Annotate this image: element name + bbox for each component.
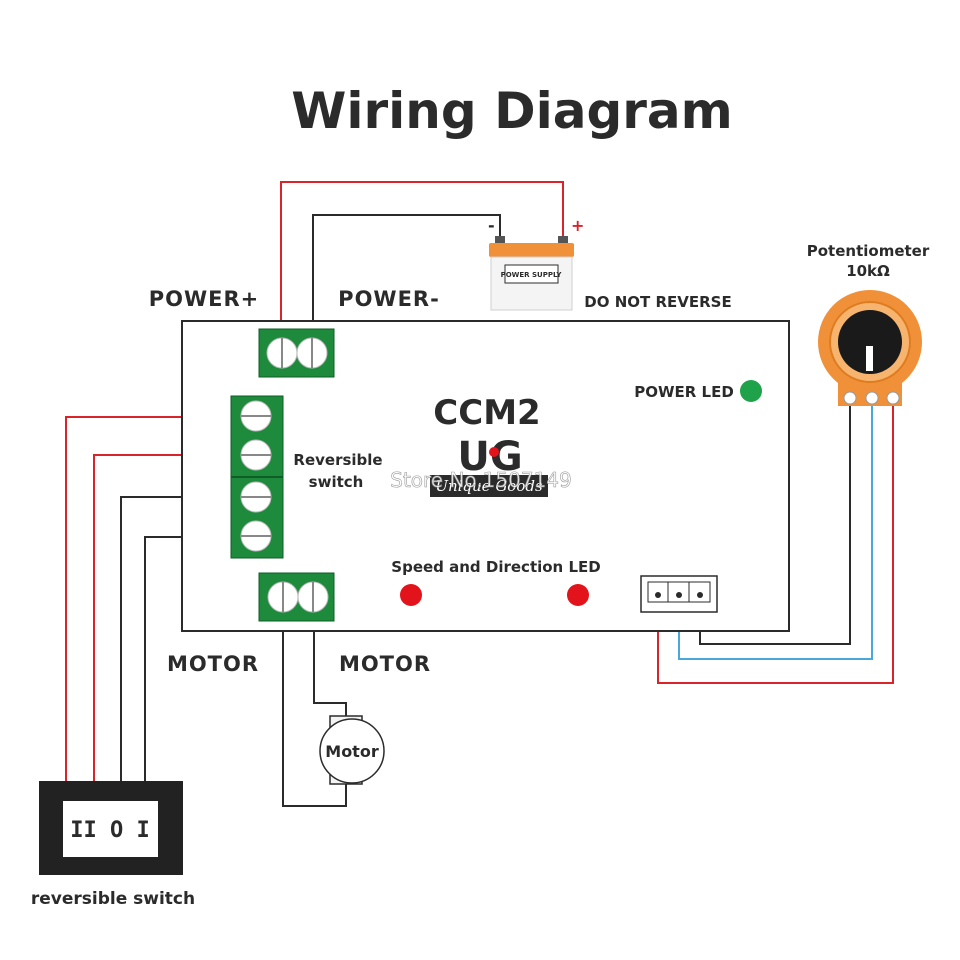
reversible-switch: II O I — [39, 781, 183, 875]
potentiometer-connector — [640, 575, 718, 613]
speed-led — [400, 584, 422, 606]
motor-label: Motor — [325, 742, 379, 761]
motor: Motor — [319, 715, 385, 785]
reversible-switch-caption: reversible switch — [31, 889, 195, 909]
battery-label: POWER SUPPLY — [501, 271, 563, 279]
brand-logo: UG Unique Goods — [430, 434, 548, 497]
motor-terminal-block — [258, 572, 335, 622]
potentiometer-label-line1: Potentiometer — [807, 242, 930, 260]
reversible-switch-label-line1: Reversible — [293, 451, 382, 469]
switch-symbols: II O I — [70, 818, 149, 843]
wire-pot-red — [657, 405, 894, 684]
power-supply-battery: POWER SUPPLY - + — [488, 216, 584, 311]
power-led-label: POWER LED — [634, 383, 734, 401]
motor-label-left: MOTOR — [167, 652, 259, 676]
store-watermark: Store No.1507149 — [390, 468, 572, 492]
direction-led — [567, 584, 589, 606]
knob-icon — [838, 310, 902, 374]
potentiometer-label-line2: 10kΩ — [846, 262, 890, 280]
do-not-reverse-warning: DO NOT REVERSE — [584, 293, 731, 311]
power-led — [740, 380, 762, 402]
wire-motor-1 — [282, 605, 347, 807]
board-model: CCM2 — [433, 393, 540, 433]
power-terminal-block — [258, 328, 335, 378]
battery-minus-sign: - — [488, 216, 495, 235]
reversible-switch-label-line2: switch — [309, 473, 364, 491]
wire-power-plus — [280, 181, 564, 346]
potentiometer — [818, 290, 922, 406]
power-plus-label: POWER+ — [149, 287, 260, 311]
brand-tagline: Unique Goods — [435, 477, 543, 495]
switch-terminal-block — [230, 395, 284, 559]
power-minus-label: POWER- — [338, 287, 440, 311]
speed-direction-led-label: Speed and Direction LED — [391, 558, 600, 576]
wire-motor-2 — [313, 605, 347, 716]
wire-power-minus — [312, 214, 501, 346]
battery-plus-sign: + — [571, 216, 584, 235]
page-title: Wiring Diagram — [291, 82, 733, 140]
motor-label-right: MOTOR — [339, 652, 431, 676]
logo-mark: UG — [457, 434, 522, 480]
